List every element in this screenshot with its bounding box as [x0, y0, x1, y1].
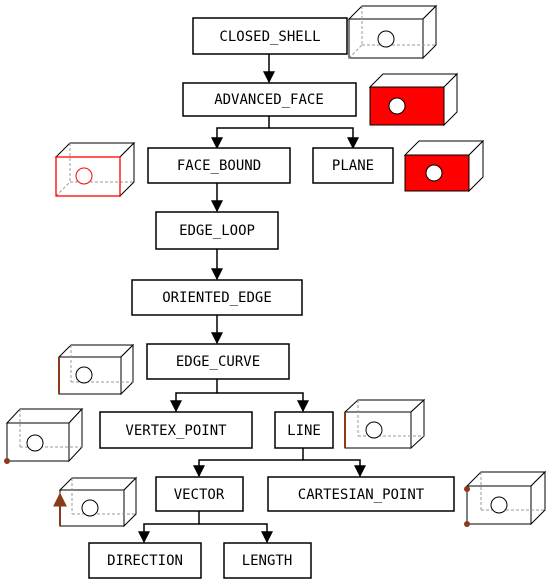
node-edge-loop: EDGE_LOOP	[155, 211, 279, 250]
node-plane: PLANE	[312, 147, 394, 184]
edge-vector-direction	[138, 511, 200, 544]
closed-shell-block-icon	[347, 4, 438, 60]
node-label: EDGE_CURVE	[176, 354, 260, 370]
block-illustrations	[4, 4, 547, 528]
advanced-face-block-icon	[368, 72, 459, 127]
plane-block-icon	[403, 139, 485, 193]
entity-boxes: CLOSED_SHELL ADVANCED_FACE FACE_BOUND PL…	[88, 17, 455, 579]
node-direction: DIRECTION	[88, 542, 202, 579]
edge-advanced-face-plane	[269, 127, 359, 150]
edge-vector-length	[199, 523, 273, 544]
node-cartesian-point: CARTESIAN_POINT	[267, 476, 455, 512]
edge-edge-curve-line	[217, 392, 309, 413]
node-line: LINE	[274, 411, 334, 449]
node-label: CARTESIAN_POINT	[298, 487, 425, 503]
cartesian-point-block-icon	[464, 470, 547, 527]
line-block-icon	[343, 398, 426, 450]
node-advanced-face: ADVANCED_FACE	[182, 82, 357, 117]
node-label: LENGTH	[242, 553, 293, 569]
edge-line-cartesian-point	[303, 459, 366, 478]
node-label: ADVANCED_FACE	[214, 92, 324, 108]
node-closed-shell: CLOSED_SHELL	[192, 17, 348, 55]
node-oriented-edge: ORIENTED_EDGE	[131, 279, 303, 316]
node-edge-curve: EDGE_CURVE	[146, 343, 290, 380]
node-face-bound: FACE_BOUND	[147, 147, 291, 184]
face-bound-block-icon	[54, 141, 136, 198]
node-label: FACE_BOUND	[177, 158, 261, 174]
node-vector: VECTOR	[155, 476, 244, 512]
vertex-point-block-icon	[4, 407, 84, 464]
node-label: LINE	[287, 423, 321, 439]
vector-block-icon	[53, 476, 138, 528]
edge-curve-block-icon	[57, 343, 135, 396]
edge-line-vector	[193, 448, 304, 478]
node-label: PLANE	[332, 158, 374, 174]
edge-advanced-face-face-bound	[211, 116, 270, 150]
node-vertex-point: VERTEX_POINT	[99, 411, 253, 449]
node-length: LENGTH	[223, 542, 312, 579]
node-label: VECTOR	[174, 487, 225, 503]
connectors	[138, 54, 366, 544]
node-label: EDGE_LOOP	[179, 223, 255, 239]
node-label: VERTEX_POINT	[125, 423, 227, 439]
node-label: DIRECTION	[107, 553, 183, 569]
edge-edge-curve-vertex-point	[170, 379, 218, 413]
node-label: ORIENTED_EDGE	[162, 290, 272, 306]
node-label: CLOSED_SHELL	[219, 29, 320, 45]
